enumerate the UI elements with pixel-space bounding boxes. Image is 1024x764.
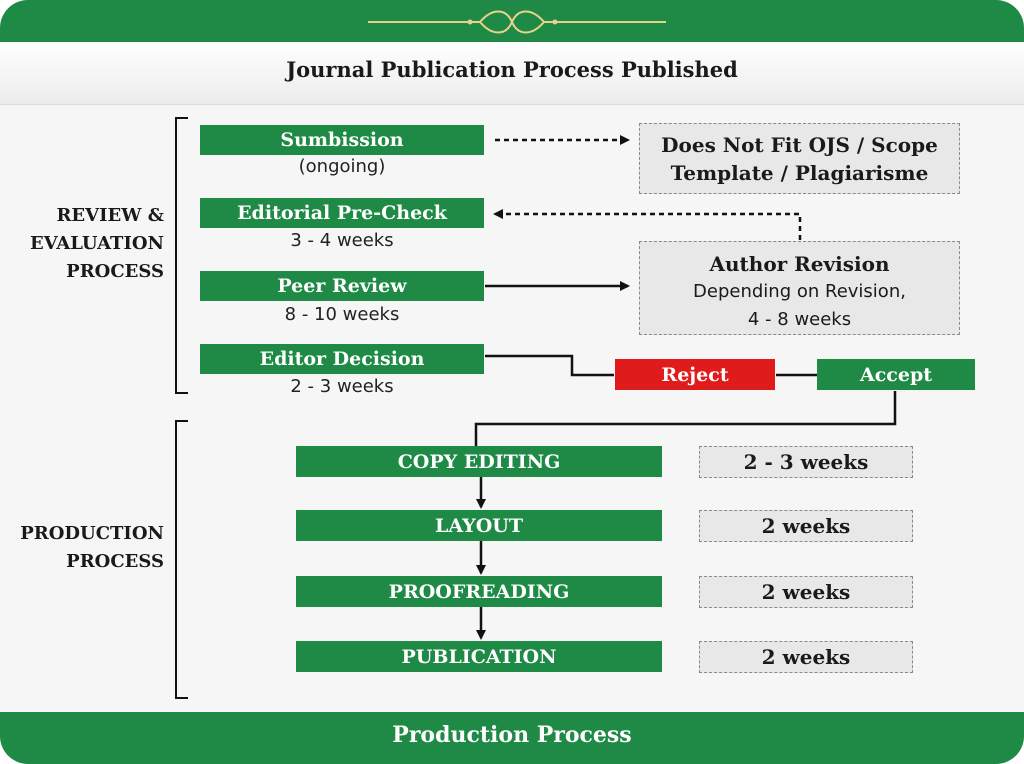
proofreading-duration: 2 weeks xyxy=(699,576,913,608)
accept-box: Accept xyxy=(817,359,975,390)
step-layout: LAYOUT xyxy=(296,510,662,541)
copy-editing-duration: 2 - 3 weeks xyxy=(699,446,913,478)
accept-to-production-line xyxy=(474,391,897,446)
header-ornament xyxy=(368,10,666,34)
footer-title: Production Process xyxy=(392,722,632,748)
step-submission: Sumbission xyxy=(200,125,484,155)
scope-rejection-box: Does Not Fit OJS / Scope Template / Plag… xyxy=(639,123,960,194)
section-label-review: REVIEW & EVALUATION PROCESS xyxy=(30,205,164,282)
author-revision-title: Author Revision xyxy=(709,252,890,276)
step-publication: PUBLICATION xyxy=(296,641,662,672)
footer-band xyxy=(0,712,1024,764)
step-peer-review-duration: 8 - 10 weeks xyxy=(284,304,400,325)
page-title: Journal Publication Process Published xyxy=(286,57,738,82)
step-editor-decision-duration: 2 - 3 weeks xyxy=(290,376,394,397)
step-copy-editing: COPY EDITING xyxy=(296,446,662,477)
author-revision-box: Author Revision Depending on Revision, 4… xyxy=(639,241,960,335)
step-editor-decision: Editor Decision xyxy=(200,344,484,374)
step-peer-review: Peer Review xyxy=(200,271,484,301)
production-bracket xyxy=(175,420,188,699)
publication-duration: 2 weeks xyxy=(699,641,913,673)
section-label-production: PRODUCTION PROCESS xyxy=(20,523,164,572)
step-pre-check: Editorial Pre-Check xyxy=(200,198,484,228)
review-bracket xyxy=(175,117,188,394)
reject-box: Reject xyxy=(615,359,775,390)
step-submission-duration: (ongoing) xyxy=(298,156,386,177)
decision-line xyxy=(485,354,614,377)
layout-duration: 2 weeks xyxy=(699,510,913,542)
step-pre-check-duration: 3 - 4 weeks xyxy=(290,230,394,251)
title-band xyxy=(0,42,1024,105)
revision-to-precheck-arrow xyxy=(493,209,802,240)
step-proofreading: PROOFREADING xyxy=(296,576,662,607)
